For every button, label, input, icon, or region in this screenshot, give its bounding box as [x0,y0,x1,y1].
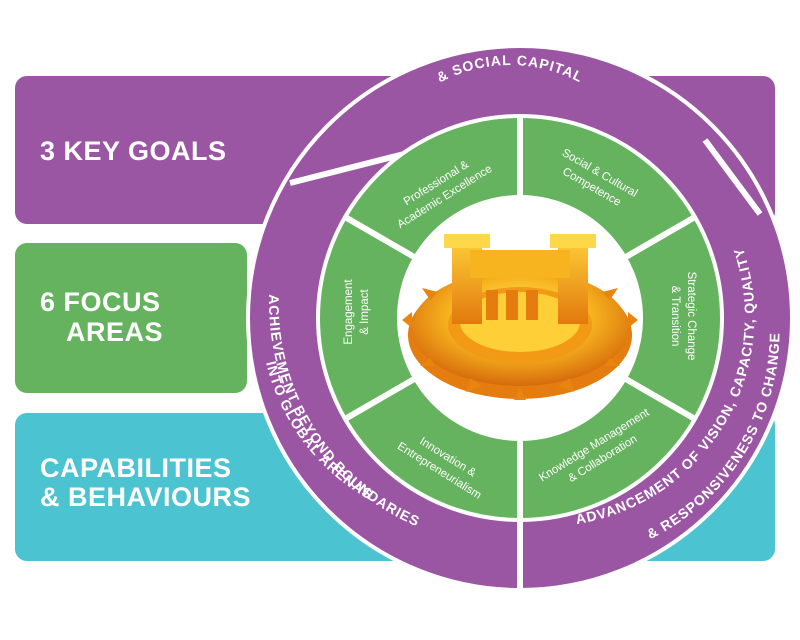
focus-strategic-change: Strategic Change & Transition [669,272,697,361]
focus-dividers [343,116,697,520]
focus-areas-label-2: AREAS [66,317,164,347]
key-goals-label: 3 KEY GOALS [40,136,227,166]
capabilities-label-2: & BEHAVIOURS [40,482,252,512]
svg-text:& Impact: & Impact [359,289,371,335]
goal-top-line1: ADVANCEMENT OF INTELLECTUAL [397,0,659,43]
focus-areas-band [15,243,247,393]
capabilities-label-1: CAPABILITIES [40,453,232,483]
focus-engagement-impact: Engagement & Impact [343,279,371,345]
gear-logo-icon [402,234,638,400]
svg-text:& Transition: & Transition [669,286,681,347]
svg-text:Engagement: Engagement [343,279,355,345]
focus-areas-label-1: 6 FOCUS [40,287,161,317]
svg-text:Strategic Change: Strategic Change [685,272,697,361]
goals-divider-right [702,138,763,216]
